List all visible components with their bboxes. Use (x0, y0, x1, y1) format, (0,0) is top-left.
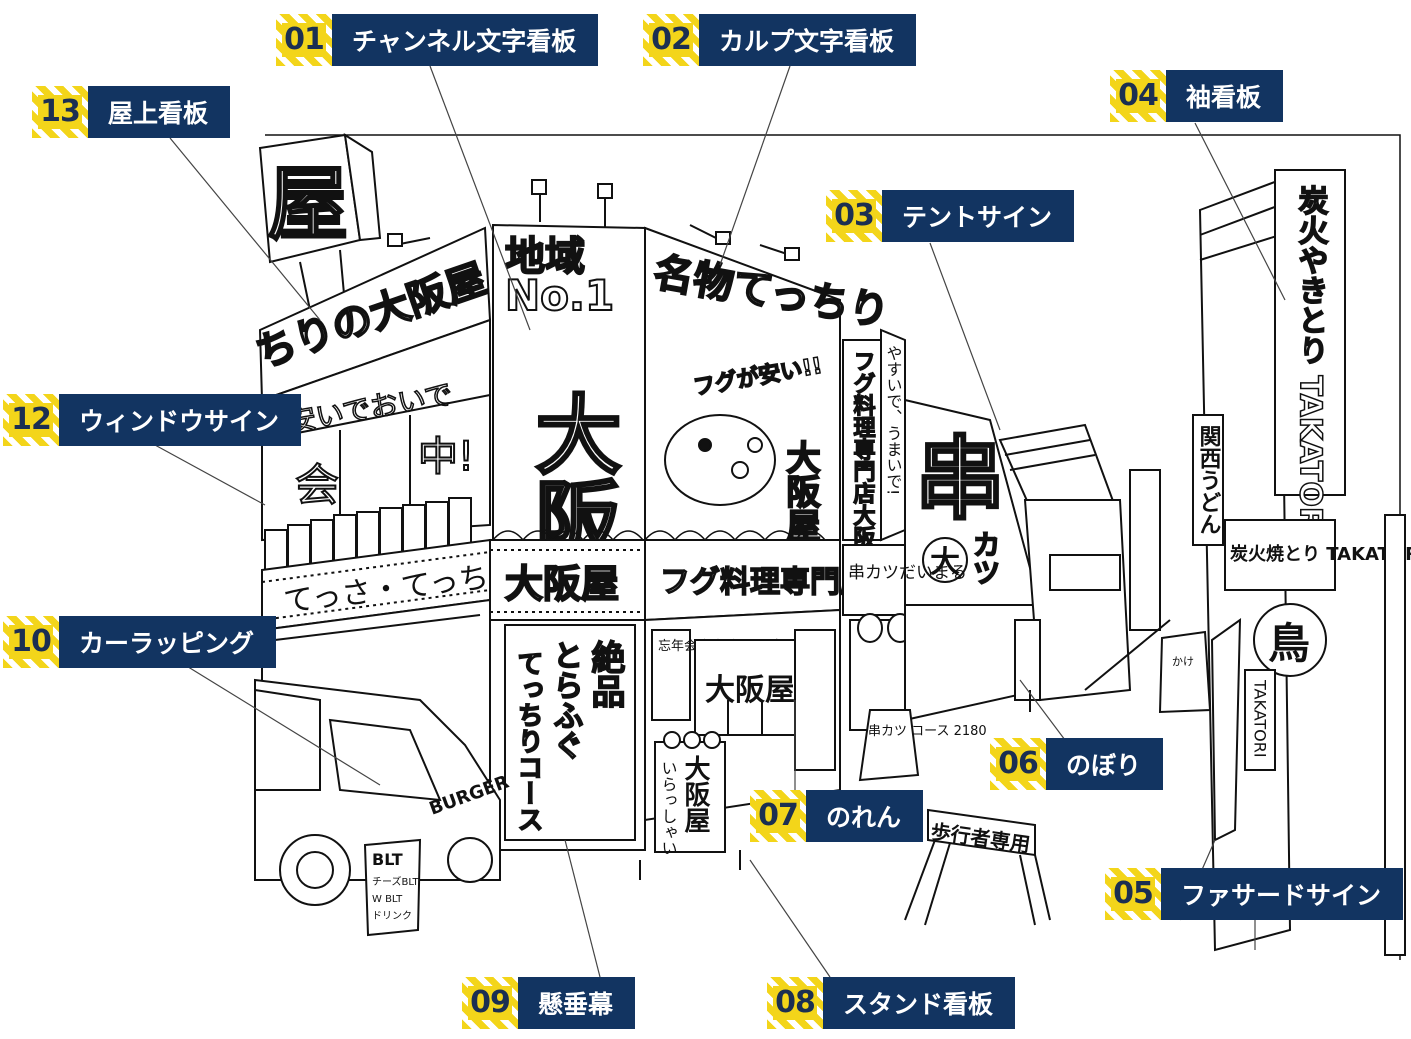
label-12: 12 ウィンドウサイン (3, 394, 302, 446)
vertical-sign-text-2: やすいで、うまいで! (884, 345, 903, 495)
label-text: ファサードサイン (1161, 868, 1404, 920)
blt-item-2: W BLT (372, 894, 403, 905)
label-06: 06 のぼり (990, 738, 1164, 790)
hanging-text-1: 絶品 (585, 639, 625, 708)
label-number: 04 (1110, 70, 1166, 122)
blt-board-title: BLT (372, 850, 403, 869)
right-tower: 炭火やきとり TAKATORI 関西うどん 炭火焼とり TAKATORI 鳥 T… (1158, 169, 1411, 956)
label-number: 06 (990, 738, 1046, 790)
label-02: 02 カルプ文字看板 (643, 14, 917, 66)
label-text: カーラッピング (59, 616, 277, 668)
blt-item-3: ドリンク (372, 910, 412, 922)
blt-item-1: チーズBLT (372, 875, 420, 888)
label-number: 05 (1105, 868, 1161, 920)
label-text: 袖看板 (1166, 70, 1284, 122)
label-09: 09 懸垂幕 (462, 977, 636, 1029)
label-text: チャンネル文字看板 (332, 14, 599, 66)
label-05: 05 ファサードサイン (1105, 868, 1404, 920)
band-right-text: フグ料理専門店 (660, 565, 870, 600)
tent-sub-text: 串カツだいまる (848, 563, 967, 583)
label-10: 10 カーラッピング (3, 616, 277, 668)
band-center-text: 大阪屋 (505, 562, 619, 606)
corner-top-left-text: 地域 (505, 234, 585, 280)
label-text: 懸垂幕 (518, 977, 636, 1029)
label-text: スタンド看板 (823, 977, 1016, 1029)
corner-top-left-no1: No.1 (505, 271, 614, 320)
roof-sign-text: 屋 (268, 158, 348, 251)
tent-big-char: 串 (915, 427, 1005, 532)
round-sign-text: 鳥 (1268, 619, 1310, 668)
label-number: 12 (3, 394, 59, 446)
stand-sign-text: 大阪屋 (680, 755, 710, 834)
facade-sign-text: 炭火焼とり TAKATORI (1230, 543, 1411, 565)
corner-building: 地域 No.1 大阪屋 名物てっちり フグが安い!! 大阪屋 大阪屋 フグ料理専… (387, 179, 893, 880)
nobori-flag (1210, 618, 1242, 842)
label-text: ウィンドウサイン (59, 394, 302, 446)
label-13: 13 屋上看板 (32, 86, 231, 138)
tent-circle-char: 大 (930, 545, 960, 580)
label-number: 10 (3, 616, 59, 668)
stand-sign (654, 741, 726, 853)
round-sign-sub: TAKATORI (1251, 679, 1270, 758)
window-big-char: 会 (295, 460, 339, 511)
tent-katsu-text: カツ (969, 530, 1002, 586)
fugu-side-text: 大阪屋 (780, 440, 820, 542)
tent-shop: フグ料理専門店大阪屋 やすいで、うまいで! 串 大 カツ 串カツだいまる 串カツ… (842, 328, 1042, 782)
noren-text: 大阪屋 (705, 673, 795, 708)
label-number: 07 (750, 790, 806, 842)
pedestrian-barrier: 歩行者専用 (904, 808, 1051, 926)
label-text: のれん (806, 790, 924, 842)
street-board-text: かけ (1172, 655, 1194, 668)
label-text: テントサイン (882, 190, 1075, 242)
label-number: 03 (826, 190, 882, 242)
label-text: カルプ文字看板 (699, 14, 917, 66)
label-number: 01 (276, 14, 332, 66)
far-shops (998, 423, 1171, 712)
label-number: 08 (767, 977, 823, 1029)
label-03: 03 テントサイン (826, 190, 1075, 242)
udon-sign-text: 関西うどん (1196, 425, 1222, 535)
roof-sign-building: 屋 (258, 133, 382, 311)
hanging-text-3: てっちりコース (513, 650, 543, 832)
round-sign (1253, 603, 1327, 677)
sleeve-sign-text: 炭火やきとり TAKATORI (1293, 185, 1329, 541)
stand-sign-text-2: いらっしゃい (659, 760, 678, 856)
facade-sign (1224, 519, 1336, 591)
label-07: 07 のれん (750, 790, 924, 842)
leader-lines (154, 65, 1286, 978)
label-text: のぼり (1046, 738, 1164, 790)
truck: BURGER BLT チーズBLT W BLT ドリンク (254, 678, 512, 937)
label-number: 09 (462, 977, 518, 1029)
label-text: 屋上看板 (88, 86, 231, 138)
vertical-sign-text: フグ料理専門店大阪屋 (850, 350, 876, 571)
label-number: 13 (32, 86, 88, 138)
fugu-drawing (664, 414, 776, 506)
hanging-text-2: とらふぐ (548, 640, 584, 760)
label-04: 04 袖看板 (1110, 70, 1284, 122)
label-01: 01 チャンネル文字看板 (276, 14, 599, 66)
hanging-banner (504, 624, 636, 841)
label-08: 08 スタンド看板 (767, 977, 1016, 1029)
label-number: 02 (643, 14, 699, 66)
window-chu: 中! (418, 434, 474, 480)
kushi-board-text: 串カツ コース 2180 (868, 724, 987, 739)
lamps (387, 179, 800, 261)
sleeve-sign (1274, 169, 1346, 496)
